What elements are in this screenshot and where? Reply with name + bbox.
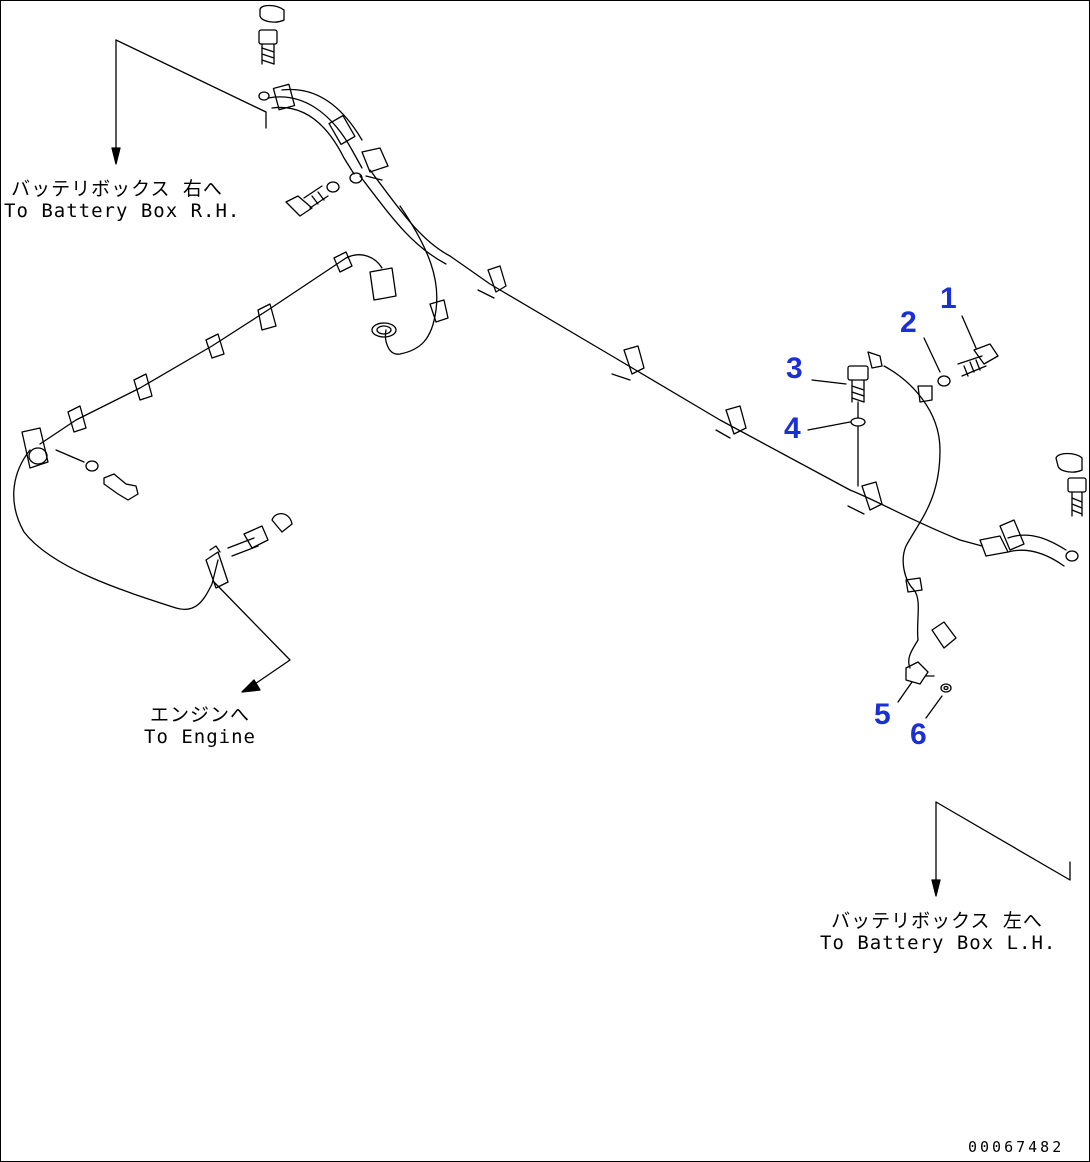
harness-main (359, 169, 983, 547)
callout-leaders (807, 315, 977, 719)
figure-number: 00067482 (968, 1138, 1065, 1156)
label-engine: エンジンへ To Engine (140, 704, 260, 748)
part-1-bolt (957, 343, 999, 377)
clamps-left (21, 251, 353, 469)
label-battery-rh-en: To Battery Box R.H. (4, 200, 241, 222)
label-engine-jp: エンジンへ (149, 704, 250, 726)
label-battery-lh-jp: バッテリボックス 左へ (831, 910, 1043, 932)
break-symbol-lh (931, 801, 1071, 897)
break-symbol-rh (111, 39, 267, 165)
part-2-washer (937, 375, 951, 387)
callout-2: 2 (900, 306, 917, 339)
part-4-washer (850, 417, 866, 487)
bolt-clamp-rh (285, 172, 363, 217)
engine-connector (205, 513, 293, 589)
clamp-main-1 (477, 265, 507, 299)
clamp-branch (369, 267, 449, 338)
part-3-bolt (847, 365, 869, 419)
label-battery-lh: バッテリボックス 左へ To Battery Box L.H. (820, 910, 1057, 954)
part-6-nut (940, 683, 952, 693)
callout-4: 4 (784, 412, 801, 445)
battery-cable-rh (258, 83, 363, 175)
bolt-left (55, 449, 139, 501)
engine-leader (213, 581, 291, 693)
clamp-main-4 (847, 481, 883, 515)
bolt-top-rh (258, 4, 285, 65)
label-engine-en: To Engine (144, 726, 256, 748)
callout-1: 1 (940, 282, 957, 315)
harness-right-sensor (867, 351, 957, 669)
battery-cable-lh (979, 519, 1079, 567)
label-battery-rh-jp: バッテリボックス 右へ (11, 178, 223, 200)
clamp-main-2 (611, 345, 645, 381)
clamp-junction (361, 147, 389, 181)
label-battery-rh: バッテリボックス 右へ To Battery Box R.H. (4, 178, 241, 222)
callout-6: 6 (910, 718, 927, 751)
bolt-top-lh (1055, 452, 1087, 517)
part-5-sensor (905, 661, 935, 685)
callout-5: 5 (874, 698, 891, 731)
label-battery-lh-en: To Battery Box L.H. (820, 932, 1057, 954)
clamp-main-3 (715, 405, 747, 439)
callout-3: 3 (786, 352, 803, 385)
harness-left (13, 254, 383, 610)
